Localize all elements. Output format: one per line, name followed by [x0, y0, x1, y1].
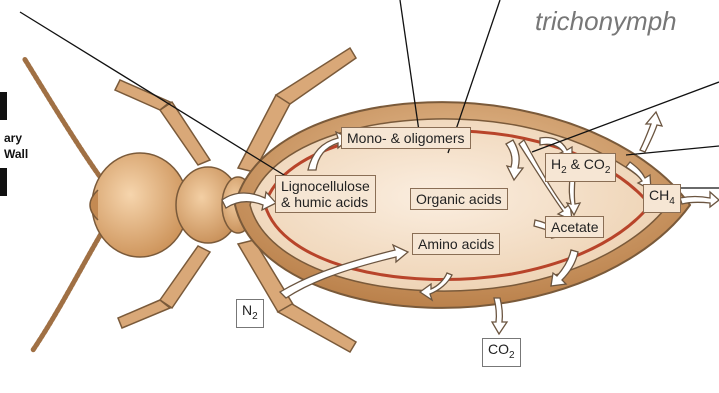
label-lignocellulose: Lignocellulose & humic acids — [275, 175, 376, 213]
co2-out-sub: 2 — [509, 350, 515, 361]
label-amino-acids: Amino acids — [412, 233, 500, 255]
label-mono-oligomers: Mono- & oligomers — [341, 127, 471, 149]
label-h2-co2: H2 & CO2 — [545, 153, 616, 182]
label-acetate: Acetate — [545, 216, 604, 238]
h2-amp: & CO — [567, 156, 605, 172]
termite-head — [92, 153, 188, 257]
side-bar-bottom — [0, 168, 7, 196]
n2-n: N — [242, 302, 252, 318]
ch4-c: CH — [649, 187, 669, 203]
h2-h: H — [551, 156, 561, 172]
ch4-sub: 4 — [669, 196, 675, 207]
label-co2-out: CO2 — [482, 338, 521, 367]
side-bar-top — [0, 92, 7, 120]
label-lignocellulose-line2: & humic acids — [281, 194, 370, 210]
co2-sub: 2 — [605, 165, 611, 176]
co2-c: CO — [488, 341, 509, 357]
label-n2: N2 — [236, 299, 264, 328]
trichonymph-label: trichonymph — [535, 6, 677, 37]
label-lignocellulose-line1: Lignocellulose — [281, 178, 370, 194]
side-label-line1: ary — [4, 131, 22, 146]
side-label-line2: Wall — [4, 147, 28, 162]
mandibles — [90, 190, 98, 220]
label-ch4: CH4 — [643, 184, 681, 213]
label-organic-acids: Organic acids — [410, 188, 508, 210]
n2-sub: 2 — [252, 311, 258, 322]
